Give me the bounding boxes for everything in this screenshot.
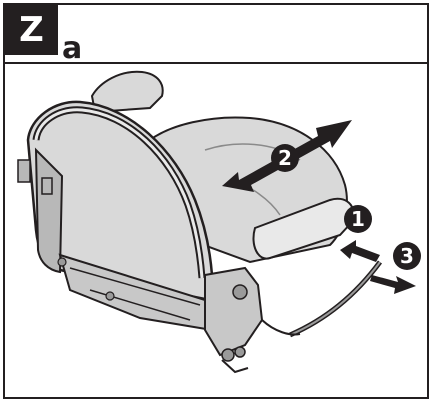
callout-2-circle	[271, 144, 299, 172]
seat-headrest	[90, 70, 164, 114]
callout-3-circle	[393, 242, 421, 270]
callout-3-label: 3	[400, 244, 414, 268]
step-subtitle: a	[62, 31, 83, 66]
callout-1-circle	[344, 205, 372, 233]
section-tag: Z	[5, 5, 58, 55]
seat-armrest	[252, 197, 355, 260]
seat-base-frame	[58, 253, 214, 332]
header-divider	[3, 3, 429, 64]
arrow-press-release	[340, 240, 380, 262]
callout-1-label: 1	[351, 207, 365, 231]
arrow-pull-lever	[370, 275, 416, 294]
release-lever	[289, 260, 383, 338]
seat-hinge-bracket	[204, 266, 264, 357]
callout-2-label: 2	[278, 146, 292, 170]
